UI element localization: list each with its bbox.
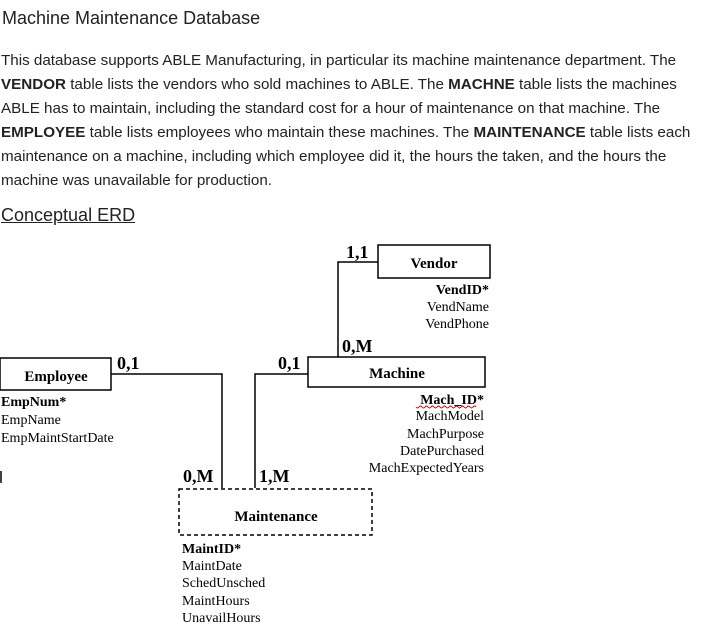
intro-bold-machine: MACHNE (448, 76, 515, 93)
rel-line-vendor-machine (337, 261, 378, 358)
employee-attr: EmpMaintStartDate (1, 431, 114, 446)
maintenance-attr: SchedUnsched (182, 576, 265, 591)
section-heading-erd: Conceptual ERD (1, 205, 136, 225)
machine-attr: DatePurchased (400, 444, 484, 459)
maintenance-attr: UnavailHours (182, 611, 261, 625)
maintenance-entity-box (178, 488, 373, 536)
machine-attr: MachExpectedYears (369, 461, 484, 476)
intro-text-4: table lists employees who maintain these… (85, 124, 474, 141)
cardinality-employee: 0,1 (117, 353, 140, 373)
vendor-attr: VendPhone (425, 317, 489, 332)
machine-attr: MachPurpose (407, 427, 484, 442)
spellcheck-underline (415, 405, 477, 409)
maintenance-pk: MaintID* (182, 542, 241, 557)
rel-line-employee-maintenance (111, 373, 223, 488)
vendor-pk: VendID* (436, 283, 489, 298)
machine-entity-name: Machine (369, 366, 425, 382)
employee-pk: EmpNum* (1, 395, 66, 410)
vendor-attr: VendName (427, 300, 489, 315)
cardinality-maintenance-employee: 0,M (183, 466, 214, 486)
vendor-entity-name: Vendor (411, 256, 458, 272)
intro-bold-maintenance: MAINTENANCE (473, 124, 586, 141)
intro-text-2: table lists the vendors who sold machine… (65, 76, 449, 93)
employee-entity-box (0, 357, 112, 391)
machine-entity-box (307, 356, 486, 388)
cardinality-maintenance-machine: 1,M (259, 466, 290, 486)
intro-bold-vendor: VENDOR (1, 76, 66, 93)
maintenance-attr: MaintHours (182, 594, 250, 609)
page-title: Machine Maintenance Database (2, 8, 261, 28)
maintenance-entity-name: Maintenance (234, 509, 318, 525)
intro-text-1: This database supports ABLE Manufacturin… (1, 52, 677, 69)
employee-attr: EmpName (1, 413, 61, 428)
cardinality-machine-maintenance: 0,1 (278, 353, 301, 373)
employee-entity-name: Employee (24, 369, 88, 385)
machine-attr: MachModel (416, 409, 485, 424)
intro-text-5: table lists each maintenance on a machin… (1, 124, 691, 189)
intro-bold-employee: EMPLOYEE (1, 124, 86, 141)
cardinality-vendor: 1,1 (346, 242, 369, 262)
machine-pk: Mach_ID* (420, 393, 484, 408)
maintenance-attr: MaintDate (182, 559, 242, 574)
intro-paragraph: This database supports ABLE Manufacturin… (1, 49, 709, 193)
cardinality-machine-vendor: 0,M (342, 336, 373, 356)
rel-line-machine-maintenance (254, 373, 308, 488)
vendor-entity-box (377, 244, 491, 279)
intro-text-3: table lists the machines ABLE has to mai… (1, 76, 677, 117)
